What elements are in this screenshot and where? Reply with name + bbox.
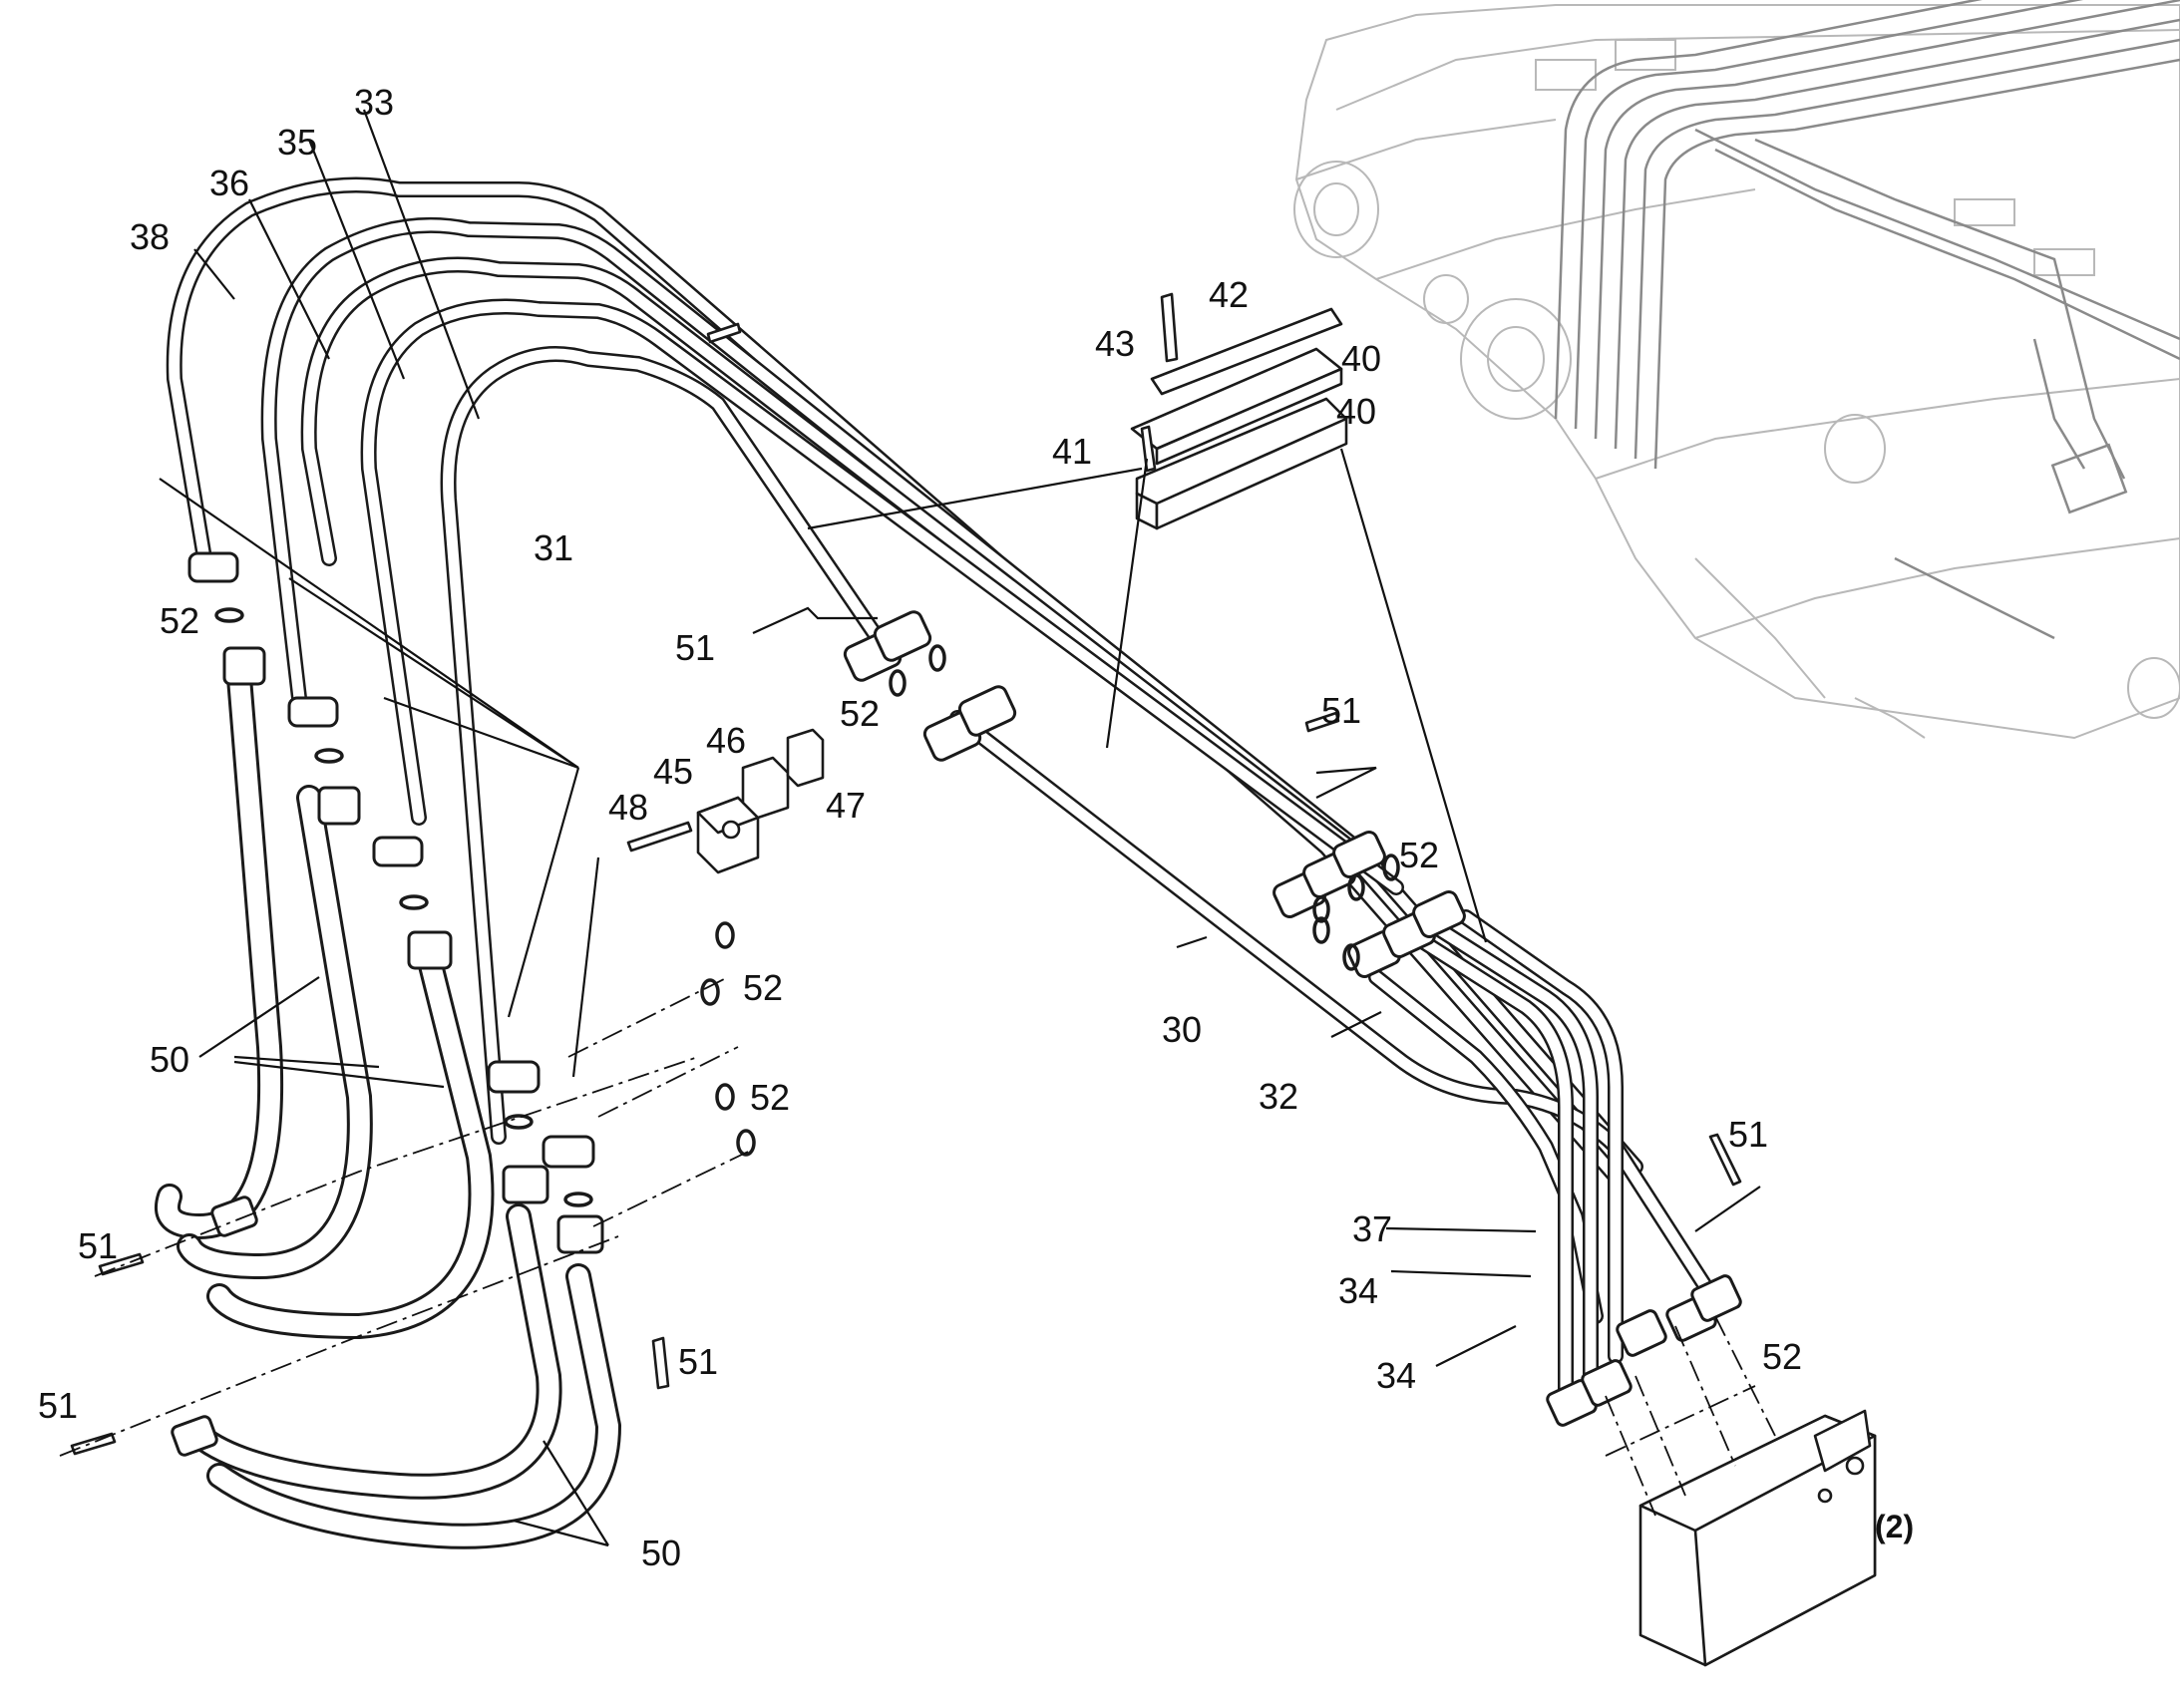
o-rings	[214, 607, 1400, 1207]
label-52b: 52	[840, 693, 880, 734]
label-51e: 51	[678, 1341, 718, 1382]
control-valve-block	[1638, 1409, 1877, 1667]
reference-label-2: (2)	[1875, 1509, 1914, 1544]
leader-lines	[159, 109, 1761, 1547]
part-number-labels: 30 31 32 33 34 34 35 36 37 38 40 40 41 4…	[38, 82, 1914, 1573]
label-36: 36	[209, 163, 249, 203]
label-32: 32	[1259, 1076, 1298, 1117]
label-47: 47	[826, 785, 866, 826]
excavator-boom-background	[1293, 0, 2180, 740]
label-40a: 40	[1341, 338, 1381, 379]
label-50a: 50	[150, 1039, 189, 1080]
pipe-bundle-upper	[166, 176, 1713, 1404]
label-52d: 52	[743, 967, 783, 1008]
label-48: 48	[608, 787, 648, 828]
label-46: 46	[706, 720, 746, 761]
flexible-hoses	[155, 665, 621, 1549]
label-50b: 50	[641, 1533, 681, 1573]
label-51a: 51	[675, 627, 715, 668]
label-52a: 52	[160, 600, 199, 641]
label-35: 35	[277, 122, 317, 163]
flange-fittings	[171, 551, 1742, 1457]
label-51c: 51	[1728, 1114, 1768, 1155]
label-52e: 52	[750, 1077, 790, 1118]
label-31: 31	[534, 527, 573, 568]
label-37: 37	[1352, 1208, 1392, 1249]
label-38: 38	[130, 216, 170, 257]
label-34b: 34	[1376, 1355, 1416, 1396]
label-40b: 40	[1336, 391, 1376, 432]
label-42: 42	[1209, 274, 1249, 315]
label-52c: 52	[1399, 835, 1439, 875]
label-52f: 52	[1762, 1336, 1802, 1377]
label-43: 43	[1095, 323, 1135, 364]
pipe-clamp-assembly	[70, 292, 1742, 1456]
label-51f: 51	[38, 1385, 78, 1426]
label-45: 45	[653, 751, 693, 792]
assembly-centre-lines	[59, 976, 1776, 1517]
label-33: 33	[354, 82, 394, 123]
label-41: 41	[1052, 431, 1092, 472]
label-51d: 51	[78, 1225, 118, 1266]
label-34a: 34	[1338, 1270, 1378, 1311]
label-30: 30	[1162, 1009, 1202, 1050]
label-51b: 51	[1321, 690, 1361, 731]
